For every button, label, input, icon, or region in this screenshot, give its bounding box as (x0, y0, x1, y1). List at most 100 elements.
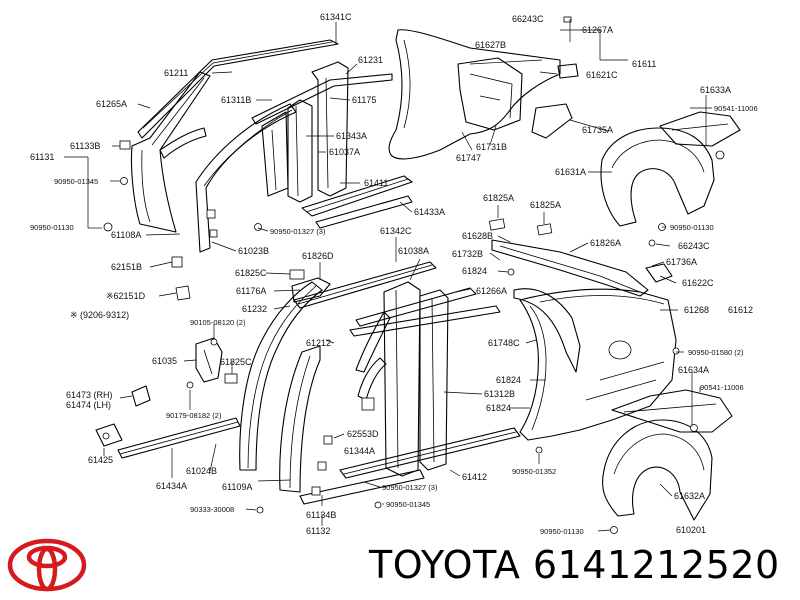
part-label: 61132 (306, 526, 330, 536)
part-label: 61825C (235, 268, 267, 278)
part-label: 61612 (728, 305, 753, 315)
part-label: 61176A (236, 286, 266, 296)
rail-61268 (349, 305, 501, 337)
deck-panel-61628B (491, 239, 649, 297)
part-label: 61231 (358, 55, 383, 65)
part-label: 90950-01327 (3) (382, 483, 438, 492)
part-label: 90541-11006 (700, 383, 744, 392)
roof-rail-61342C (293, 261, 437, 309)
part-drawings (95, 16, 741, 534)
part-label: 90541-11006 (714, 104, 758, 113)
part-label: 66243C (678, 241, 710, 251)
rear-wheelhouse-61632A (601, 419, 713, 521)
part-label: 61825A (483, 193, 514, 203)
part-label: 61131 (30, 152, 54, 162)
part-label: 66243C (512, 14, 544, 24)
note: ※ (9206-9312) (70, 310, 129, 320)
rail-61266A (355, 287, 477, 327)
part-label: 61024B (186, 466, 217, 476)
part-label: 61611 (632, 59, 656, 69)
part-label: 61232 (242, 304, 267, 314)
part-label: 62151B (111, 262, 142, 272)
front-pillar-lower-61232 (239, 281, 323, 471)
part-label: 61312B (484, 389, 515, 399)
center-pillar-upper-61343A (287, 99, 313, 203)
brand-part-number: TOYOTA 6141212520 (369, 543, 780, 587)
part-label: 61344A (344, 446, 375, 456)
part-label: 61268 (684, 305, 709, 315)
part-label: 61732B (452, 249, 483, 259)
part-label: 61634A (678, 365, 709, 375)
part-label: 61627B (475, 40, 506, 50)
bracket-61035 (195, 337, 223, 383)
part-label: 61267A (582, 25, 613, 35)
part-label: 61175 (352, 95, 376, 105)
part-label: 61825C (220, 357, 252, 367)
part-label: 61622C (682, 278, 714, 288)
part-label: 61109A (222, 482, 252, 492)
part-label: 90179-08182 (2) (166, 411, 222, 420)
rocker-61109A (299, 469, 425, 505)
part-label: 90950-01327 (3) (270, 227, 326, 236)
extension-61634A (611, 389, 733, 433)
part-label: 61747 (456, 153, 481, 163)
part-label: 90950-01345 (386, 500, 430, 509)
part-label: 61133B (70, 141, 100, 151)
part-label: 61343A (336, 131, 367, 141)
part-label: 61736A (666, 257, 697, 267)
part-label: 61826A (590, 238, 621, 248)
part-label: 90333-30008 (190, 505, 234, 514)
part-label: 61735A (582, 125, 613, 135)
part-label: 61824 (496, 375, 521, 385)
part-label: 61037A (329, 147, 360, 157)
part-label: 61038A (398, 246, 429, 256)
part-label: 61342C (380, 226, 412, 236)
rocker-61411 (301, 175, 413, 217)
part-label: 61108A (111, 230, 141, 240)
rocker-61433A (315, 195, 413, 229)
part-label: 90950-01352 (512, 467, 556, 476)
part-label: 610201 (676, 525, 706, 535)
part-label: 61311B (221, 95, 251, 105)
part-label: 61266A (476, 286, 507, 296)
part-label: 90950-01130 (670, 223, 714, 232)
rear-wheelhouse-outer-61631A (600, 127, 715, 227)
part-label: 61035 (152, 356, 177, 366)
part-label: 61434A (156, 481, 187, 491)
part-label: 61632A (674, 491, 705, 501)
toyota-logo (7, 538, 87, 592)
roof-side-rail-61211 (137, 39, 339, 139)
part-label: 61621C (586, 70, 618, 80)
part-label: 90950-01130 (30, 223, 74, 232)
part-label: 61628B (462, 231, 493, 241)
part-label: 90105-08120 (2) (190, 318, 246, 327)
part-label: 61211 (164, 68, 188, 78)
center-pillar-61037A (311, 61, 349, 197)
front-pillar-outer (130, 71, 211, 233)
part-label: ※62151D (106, 291, 146, 301)
bracket-61473 (131, 385, 151, 407)
rocker-61412 (339, 427, 521, 479)
part-label: 62553D (347, 429, 379, 439)
part-label: 61631A (555, 167, 586, 177)
part-label: 61731B (476, 142, 507, 152)
bracket-61621C (557, 63, 579, 79)
part-label: 61411 (364, 178, 388, 188)
part-label: 61412 (462, 472, 487, 482)
rear-quarter-panel-61611 (388, 29, 561, 160)
part-label: 90950-01345 (54, 177, 98, 186)
part-label: 61212 (306, 338, 331, 348)
extension-61633A (659, 111, 741, 147)
bracket-61425 (95, 423, 123, 447)
part-label: 90950-01580 (2) (688, 348, 744, 357)
rocker-61434A (117, 417, 241, 459)
part-label: 61341C (320, 12, 352, 22)
part-label: 61826D (302, 251, 334, 261)
part-number-labels: 61341C 66243C 61267A 61211 61231 61627B … (30, 12, 758, 536)
part-label: 61633A (700, 85, 731, 95)
lower-pillar-61212 (279, 345, 321, 493)
part-label: 61134B (306, 510, 336, 520)
part-label: 61824 (462, 266, 487, 276)
quarter-panel-61612 (519, 288, 677, 441)
